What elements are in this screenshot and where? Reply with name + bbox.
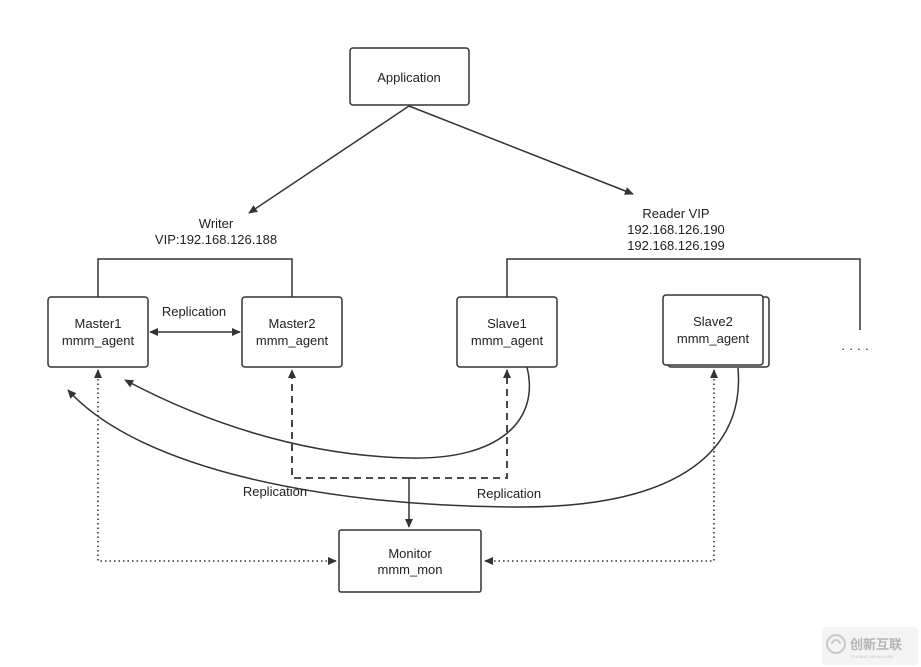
reader-title: Reader VIP bbox=[642, 206, 709, 221]
master2-name: Master2 bbox=[269, 316, 316, 331]
master2-node: Master2 mmm_agent bbox=[241, 296, 343, 368]
replication-left-label: Replication bbox=[243, 484, 307, 499]
watermark-logo: 创新互联 CHUANG XIN HU LIAN bbox=[822, 627, 918, 665]
watermark-text: 创新互联 bbox=[849, 637, 902, 652]
reader-ip-1: 192.168.126.190 bbox=[627, 222, 725, 237]
slave1-to-master1-replication-curve bbox=[124, 366, 531, 459]
slave2-to-master1-replication-curve bbox=[67, 367, 740, 508]
watermark-arc-icon bbox=[831, 639, 841, 645]
monitor-node: Monitor mmm_mon bbox=[338, 529, 482, 593]
replication-right-label: Replication bbox=[477, 486, 541, 501]
writer-vip-bracket bbox=[97, 258, 293, 297]
slave1-node: Slave1 mmm_agent bbox=[456, 296, 558, 368]
writer-title: Writer bbox=[199, 216, 234, 231]
slave2-name: Slave2 bbox=[693, 314, 733, 329]
application-node: Application bbox=[349, 47, 470, 106]
writer-vip: VIP:192.168.126.188 bbox=[155, 232, 277, 247]
slave1-agent: mmm_agent bbox=[471, 333, 544, 348]
master-replication-label: Replication bbox=[162, 304, 226, 319]
app-to-writer-arrow bbox=[248, 105, 410, 214]
reader-ip-2: 192.168.126.199 bbox=[627, 238, 725, 253]
monitor-to-master2-dashed bbox=[287, 369, 409, 479]
more-slaves-ellipsis: · · · · bbox=[841, 341, 869, 356]
master1-agent: mmm_agent bbox=[62, 333, 135, 348]
master1-to-monitor-dotted bbox=[93, 369, 337, 566]
reader-vip-bracket bbox=[506, 258, 861, 330]
slave2-agent: mmm_agent bbox=[677, 331, 750, 346]
slave2-to-monitor-dotted bbox=[484, 369, 719, 566]
application-label: Application bbox=[377, 70, 441, 85]
watermark-background bbox=[822, 627, 918, 665]
monitor-to-slave1-dashed bbox=[409, 369, 512, 479]
app-to-reader-arrow bbox=[408, 105, 634, 195]
monitor-process: mmm_mon bbox=[377, 562, 442, 577]
watermark-circle-icon bbox=[826, 634, 846, 654]
master1-node: Master1 mmm_agent bbox=[47, 296, 149, 368]
master2-agent: mmm_agent bbox=[256, 333, 329, 348]
slave1-name: Slave1 bbox=[487, 316, 527, 331]
master1-name: Master1 bbox=[75, 316, 122, 331]
watermark-subtext: CHUANG XIN HU LIAN bbox=[851, 654, 893, 659]
monitor-name: Monitor bbox=[388, 546, 432, 561]
slave2-node: Slave2 mmm_agent bbox=[662, 294, 770, 368]
